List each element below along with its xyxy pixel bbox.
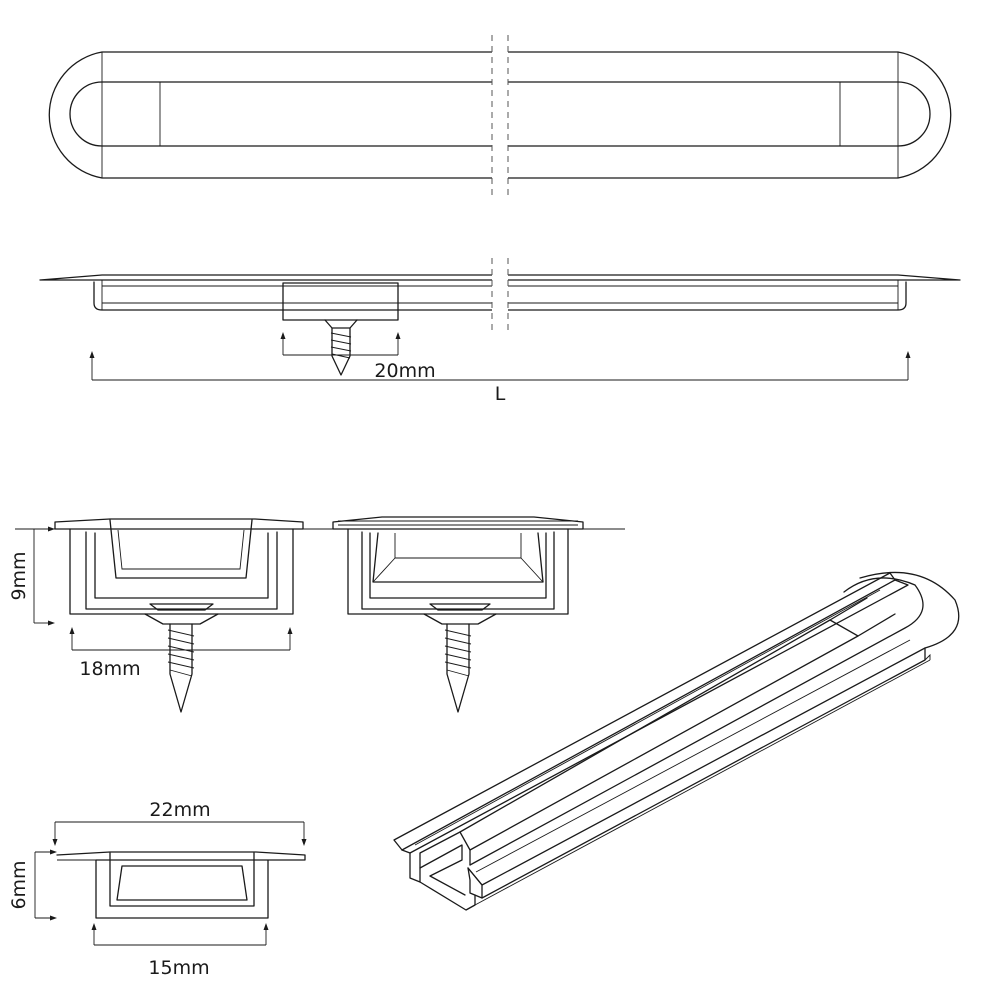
dimension-label-length: L: [495, 383, 506, 405]
side-view-screw: [324, 319, 358, 376]
cross-section-opal-cover: [332, 516, 584, 713]
dimension-cross-section-height: [33, 526, 55, 626]
dimension-label-cross-section-height: 9mm: [8, 551, 30, 600]
dimension-label-profile-inner-width: 15mm: [148, 957, 209, 979]
dimension-length: [89, 351, 911, 381]
dimension-profile-outer-width: [52, 821, 307, 846]
dimension-label-screw-spacing: 20mm: [374, 360, 435, 382]
dimension-label-profile-height: 6mm: [8, 860, 30, 909]
dimension-profile-inner-width: [91, 923, 269, 946]
dimension-cross-section-inner-width: [69, 627, 293, 651]
side-view: 20mm L: [39, 258, 961, 405]
cross-section-diffuser: [15, 518, 625, 713]
top-view: [48, 35, 952, 195]
dimension-screw-spacing: [280, 332, 401, 356]
isometric-view: [393, 571, 960, 911]
top-view-break-gap: [492, 35, 508, 195]
side-view-mounting-clip: [282, 282, 399, 321]
dimension-profile-height: [34, 849, 57, 921]
side-view-break-gap: [492, 262, 508, 332]
profile-section: [56, 851, 306, 919]
dimension-label-cross-section-inner-width: 18mm: [79, 658, 140, 680]
side-view-flange: [39, 274, 961, 281]
dimension-label-profile-outer-width: 22mm: [149, 799, 210, 821]
